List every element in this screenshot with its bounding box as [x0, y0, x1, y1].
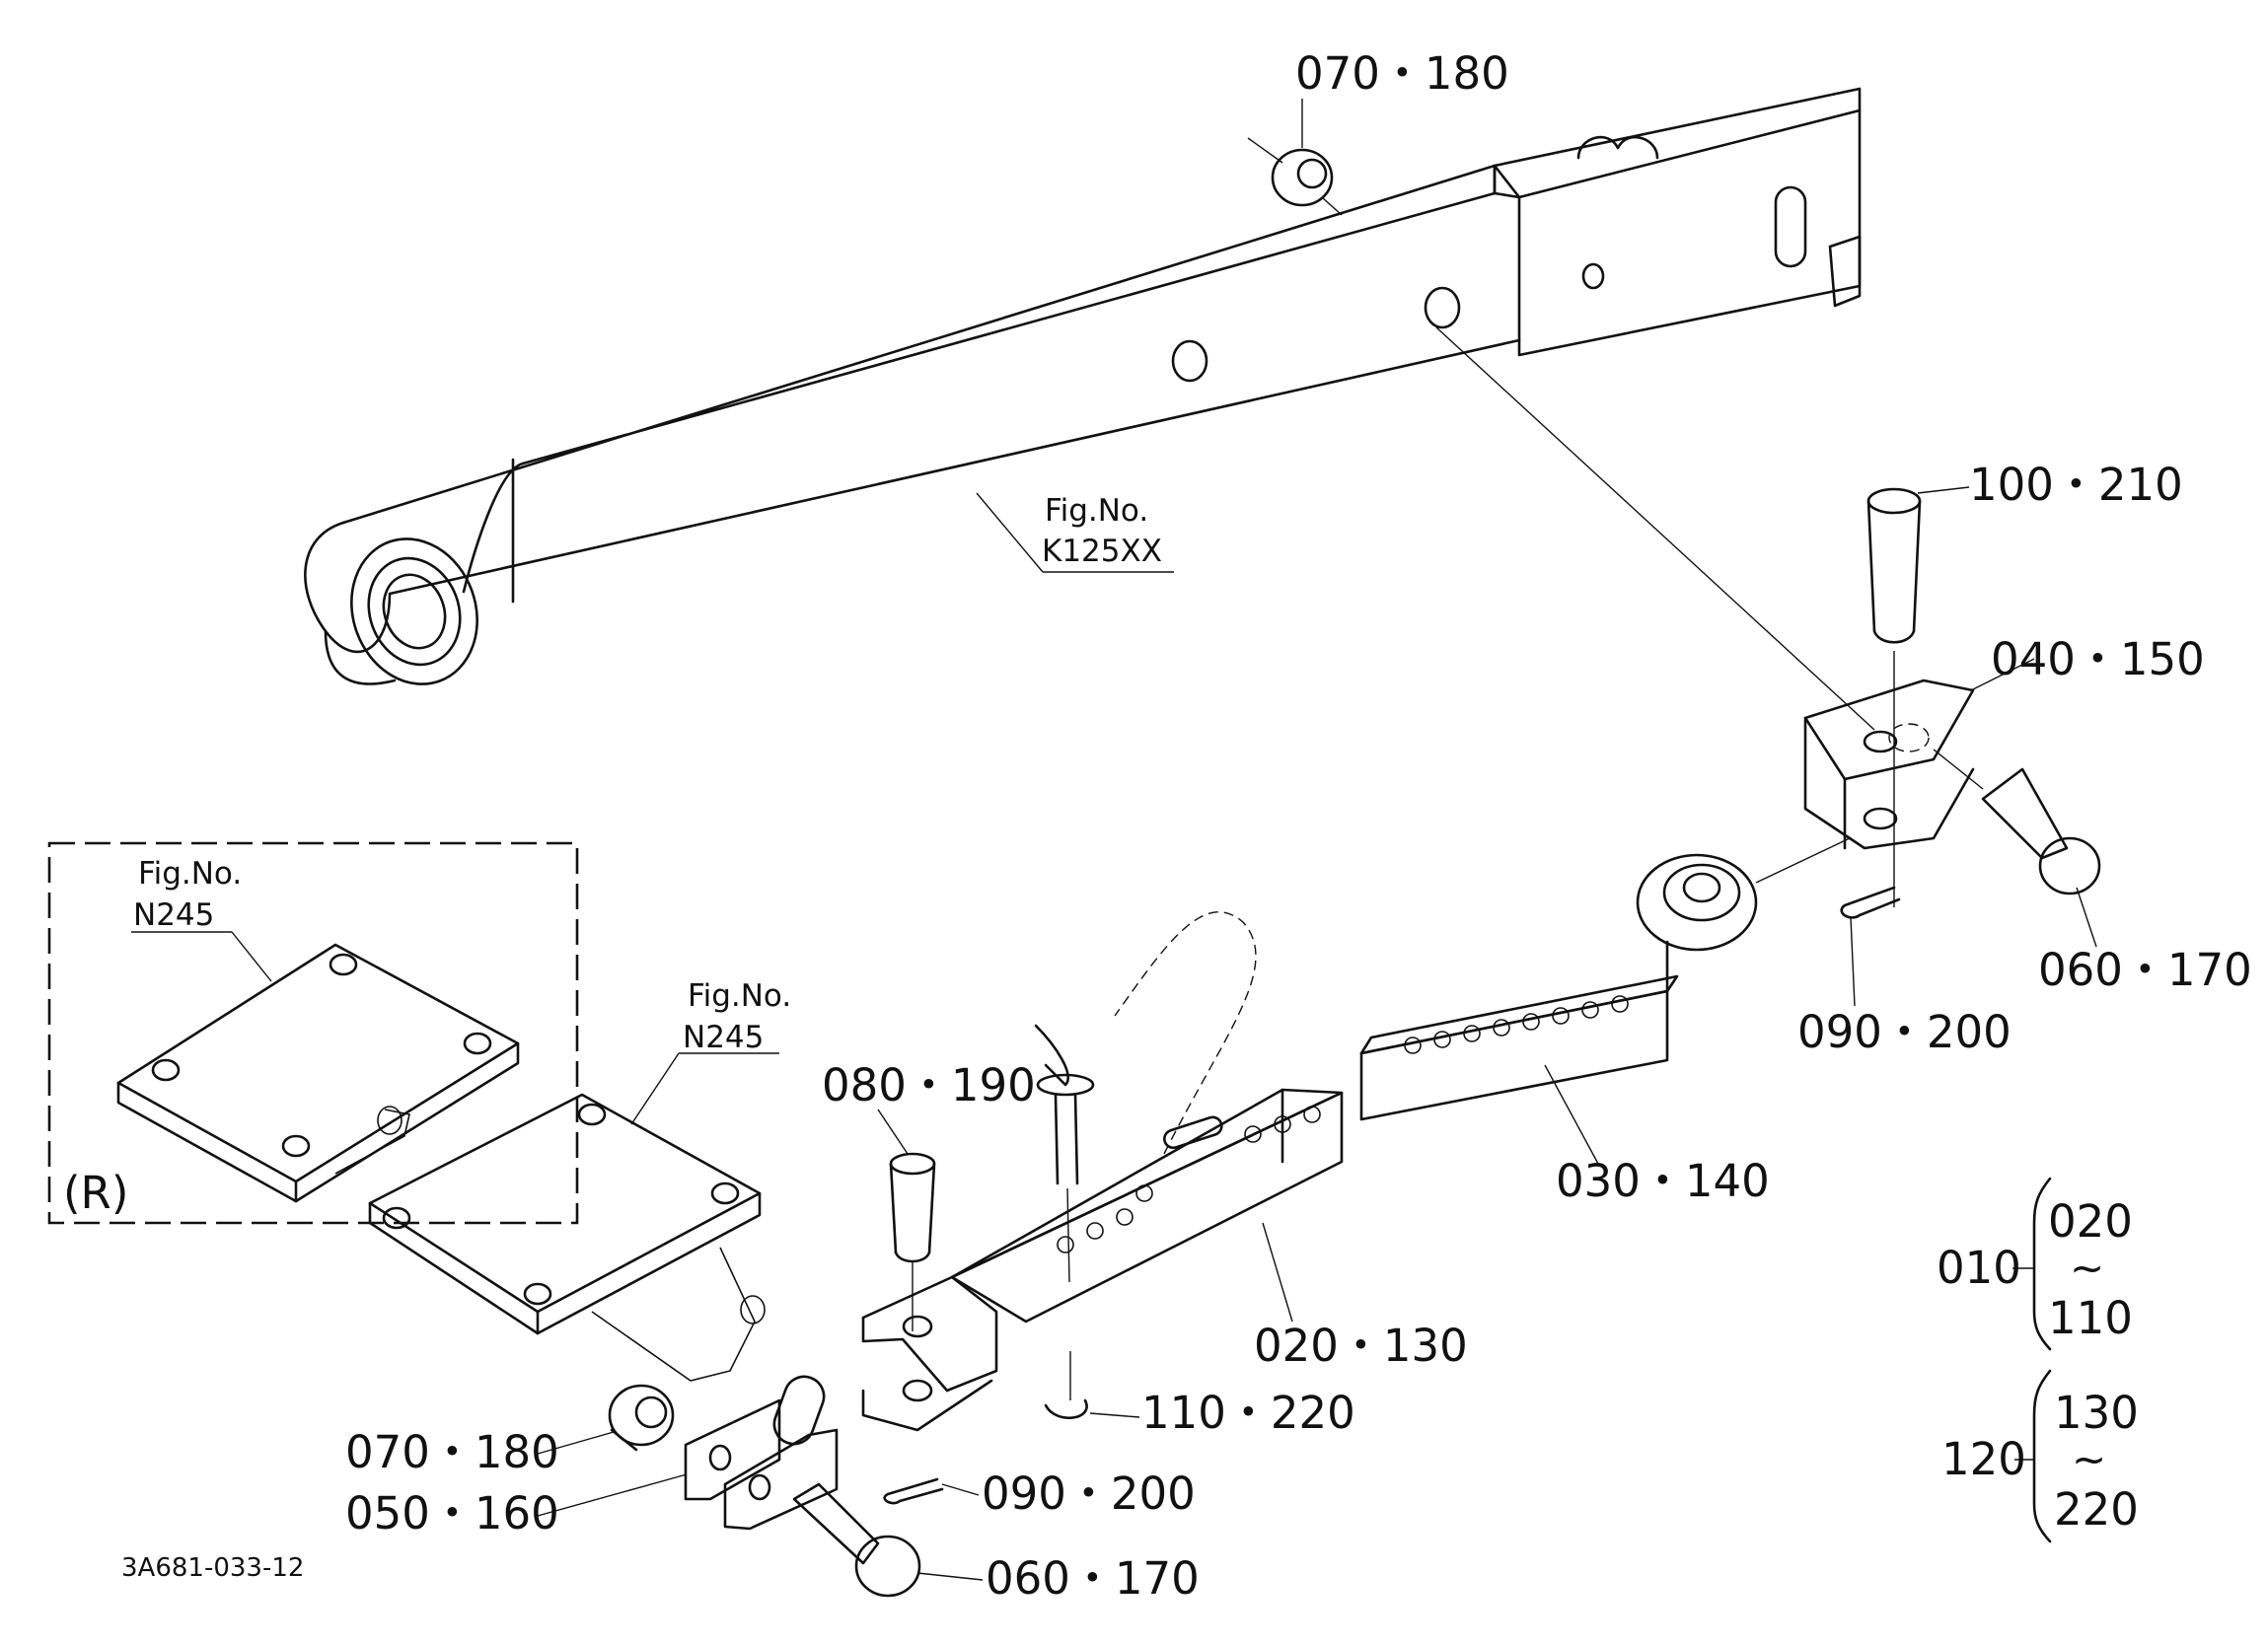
tube-020-130: [861, 1088, 1344, 1432]
plate-l-fig-number: N245: [683, 1020, 764, 1055]
callout-bolt-upper: 060・170: [2038, 944, 2252, 996]
pin-100-210: [1435, 326, 1922, 907]
lift-arm-fig-label: Fig.No.: [1045, 493, 1148, 529]
bolt-060-170-lower: [792, 1482, 921, 1598]
callout-clip-lower: 090・200: [982, 1467, 1196, 1520]
group-010-from: 020: [2048, 1195, 2133, 1248]
callout-clip-upper: 090・200: [1797, 1006, 2012, 1058]
variant-label: (R): [63, 1167, 128, 1219]
group-010-id: 010: [1937, 1242, 2021, 1294]
callout-bolt-lower: 060・170: [986, 1552, 1200, 1605]
callout-pin-upper: 100・210: [1969, 459, 2183, 511]
group-010-range: ~: [2070, 1244, 2104, 1292]
pin-080-190: [889, 1152, 936, 1331]
assembly-group-010: 010 020 ~ 110: [1937, 1177, 2133, 1351]
bolt-060-170-upper: [1933, 749, 2101, 895]
clip-110-220: [1044, 1351, 1088, 1419]
lift-arm: [304, 87, 1862, 685]
callout-top-nut: 070・180: [1295, 47, 1509, 100]
plate-r-fig-label: Fig.No.: [138, 856, 242, 892]
chain-and-pin: [1034, 911, 1257, 1185]
clip-090-200-lower: [883, 1477, 944, 1505]
callout-bracket-lower: 050・160: [345, 1487, 559, 1539]
callout-bracket-upper: 040・150: [1991, 633, 2205, 685]
group-120-id: 120: [1941, 1433, 2026, 1485]
clip-090-200-upper: [1840, 886, 1901, 919]
callout-tube-outer: 020・130: [1254, 1320, 1468, 1372]
group-120-range: ~: [2072, 1435, 2106, 1483]
nut-070-180-lower: [608, 1384, 675, 1452]
nut-070-180-top: [1247, 137, 1343, 216]
callout-pin-mid: 080・190: [822, 1059, 1036, 1111]
callout-nut-lower: 070・180: [345, 1426, 559, 1478]
group-120-to: 220: [2054, 1483, 2139, 1536]
group-120-from: 130: [2054, 1387, 2139, 1439]
bracket-040-150: [1803, 679, 1975, 850]
plate-r-fig-number: N245: [133, 897, 214, 933]
lift-arm-fig-number: K125XX: [1042, 534, 1162, 569]
bracket-050-160: [684, 1375, 839, 1531]
assembly-group-120: 120 130 ~ 220: [1941, 1369, 2139, 1543]
drawing-code: 3A681-033-12: [121, 1553, 304, 1583]
callout-clip-tube: 110・220: [1141, 1387, 1355, 1439]
group-010-to: 110: [2048, 1292, 2133, 1344]
plate-l-fig-label: Fig.No.: [688, 978, 791, 1014]
plate-n245-right-side: [47, 841, 579, 1225]
rod-030-140: [1359, 837, 1851, 1121]
callout-rod-inner: 030・140: [1556, 1155, 1770, 1207]
plate-n245-left-side: [368, 1093, 766, 1382]
